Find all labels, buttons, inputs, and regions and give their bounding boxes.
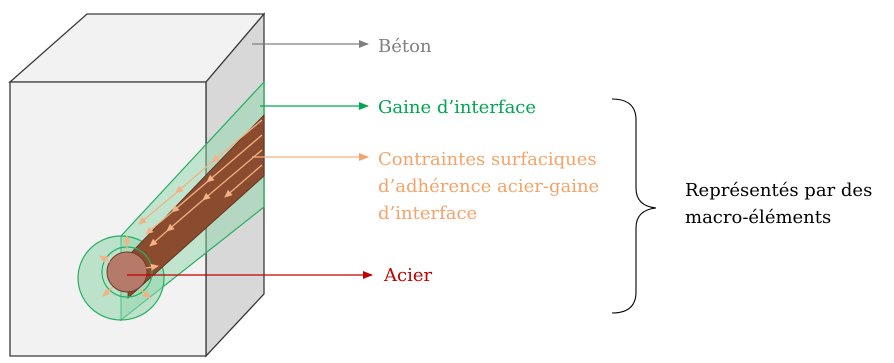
stress-arrow [171,181,208,213]
contraintes-label-line-1: Contraintes surfaciques [378,149,597,170]
stress-arrow [145,211,173,235]
stress-arrow [206,134,263,183]
stress-arrow [211,119,263,163]
acier-label: Acier [384,265,433,286]
stress-arrow [175,161,213,194]
stress-arrow [138,192,177,225]
contraintes-label: Contraintes surfaciques d’adhérence acie… [378,146,599,227]
macro-elements-label-line-1: Représentés par des [685,180,873,201]
stress-arrow [149,230,168,247]
stress-arrow [102,286,114,297]
macro-elements-label: Représentés par des macro-éléments [685,177,872,231]
stress-arrow [145,263,159,271]
stress-arrows [99,119,263,299]
gaine-label: Gaine d’interface [378,97,537,118]
contraintes-label-line-3: d’interface [378,203,478,224]
steel-bar-end [106,251,148,293]
stress-arrow [166,199,204,232]
stress-arrow [224,164,263,198]
curly-brace [611,98,657,314]
macro-elements-label-line-2: macro-éléments [685,207,832,228]
beton-label: Béton [378,36,432,57]
stress-arrow [139,288,151,299]
stress-arrow [202,149,263,201]
contraintes-label-line-2: d’adhérence acier-gaine [378,176,600,197]
stress-arrow [99,255,111,263]
